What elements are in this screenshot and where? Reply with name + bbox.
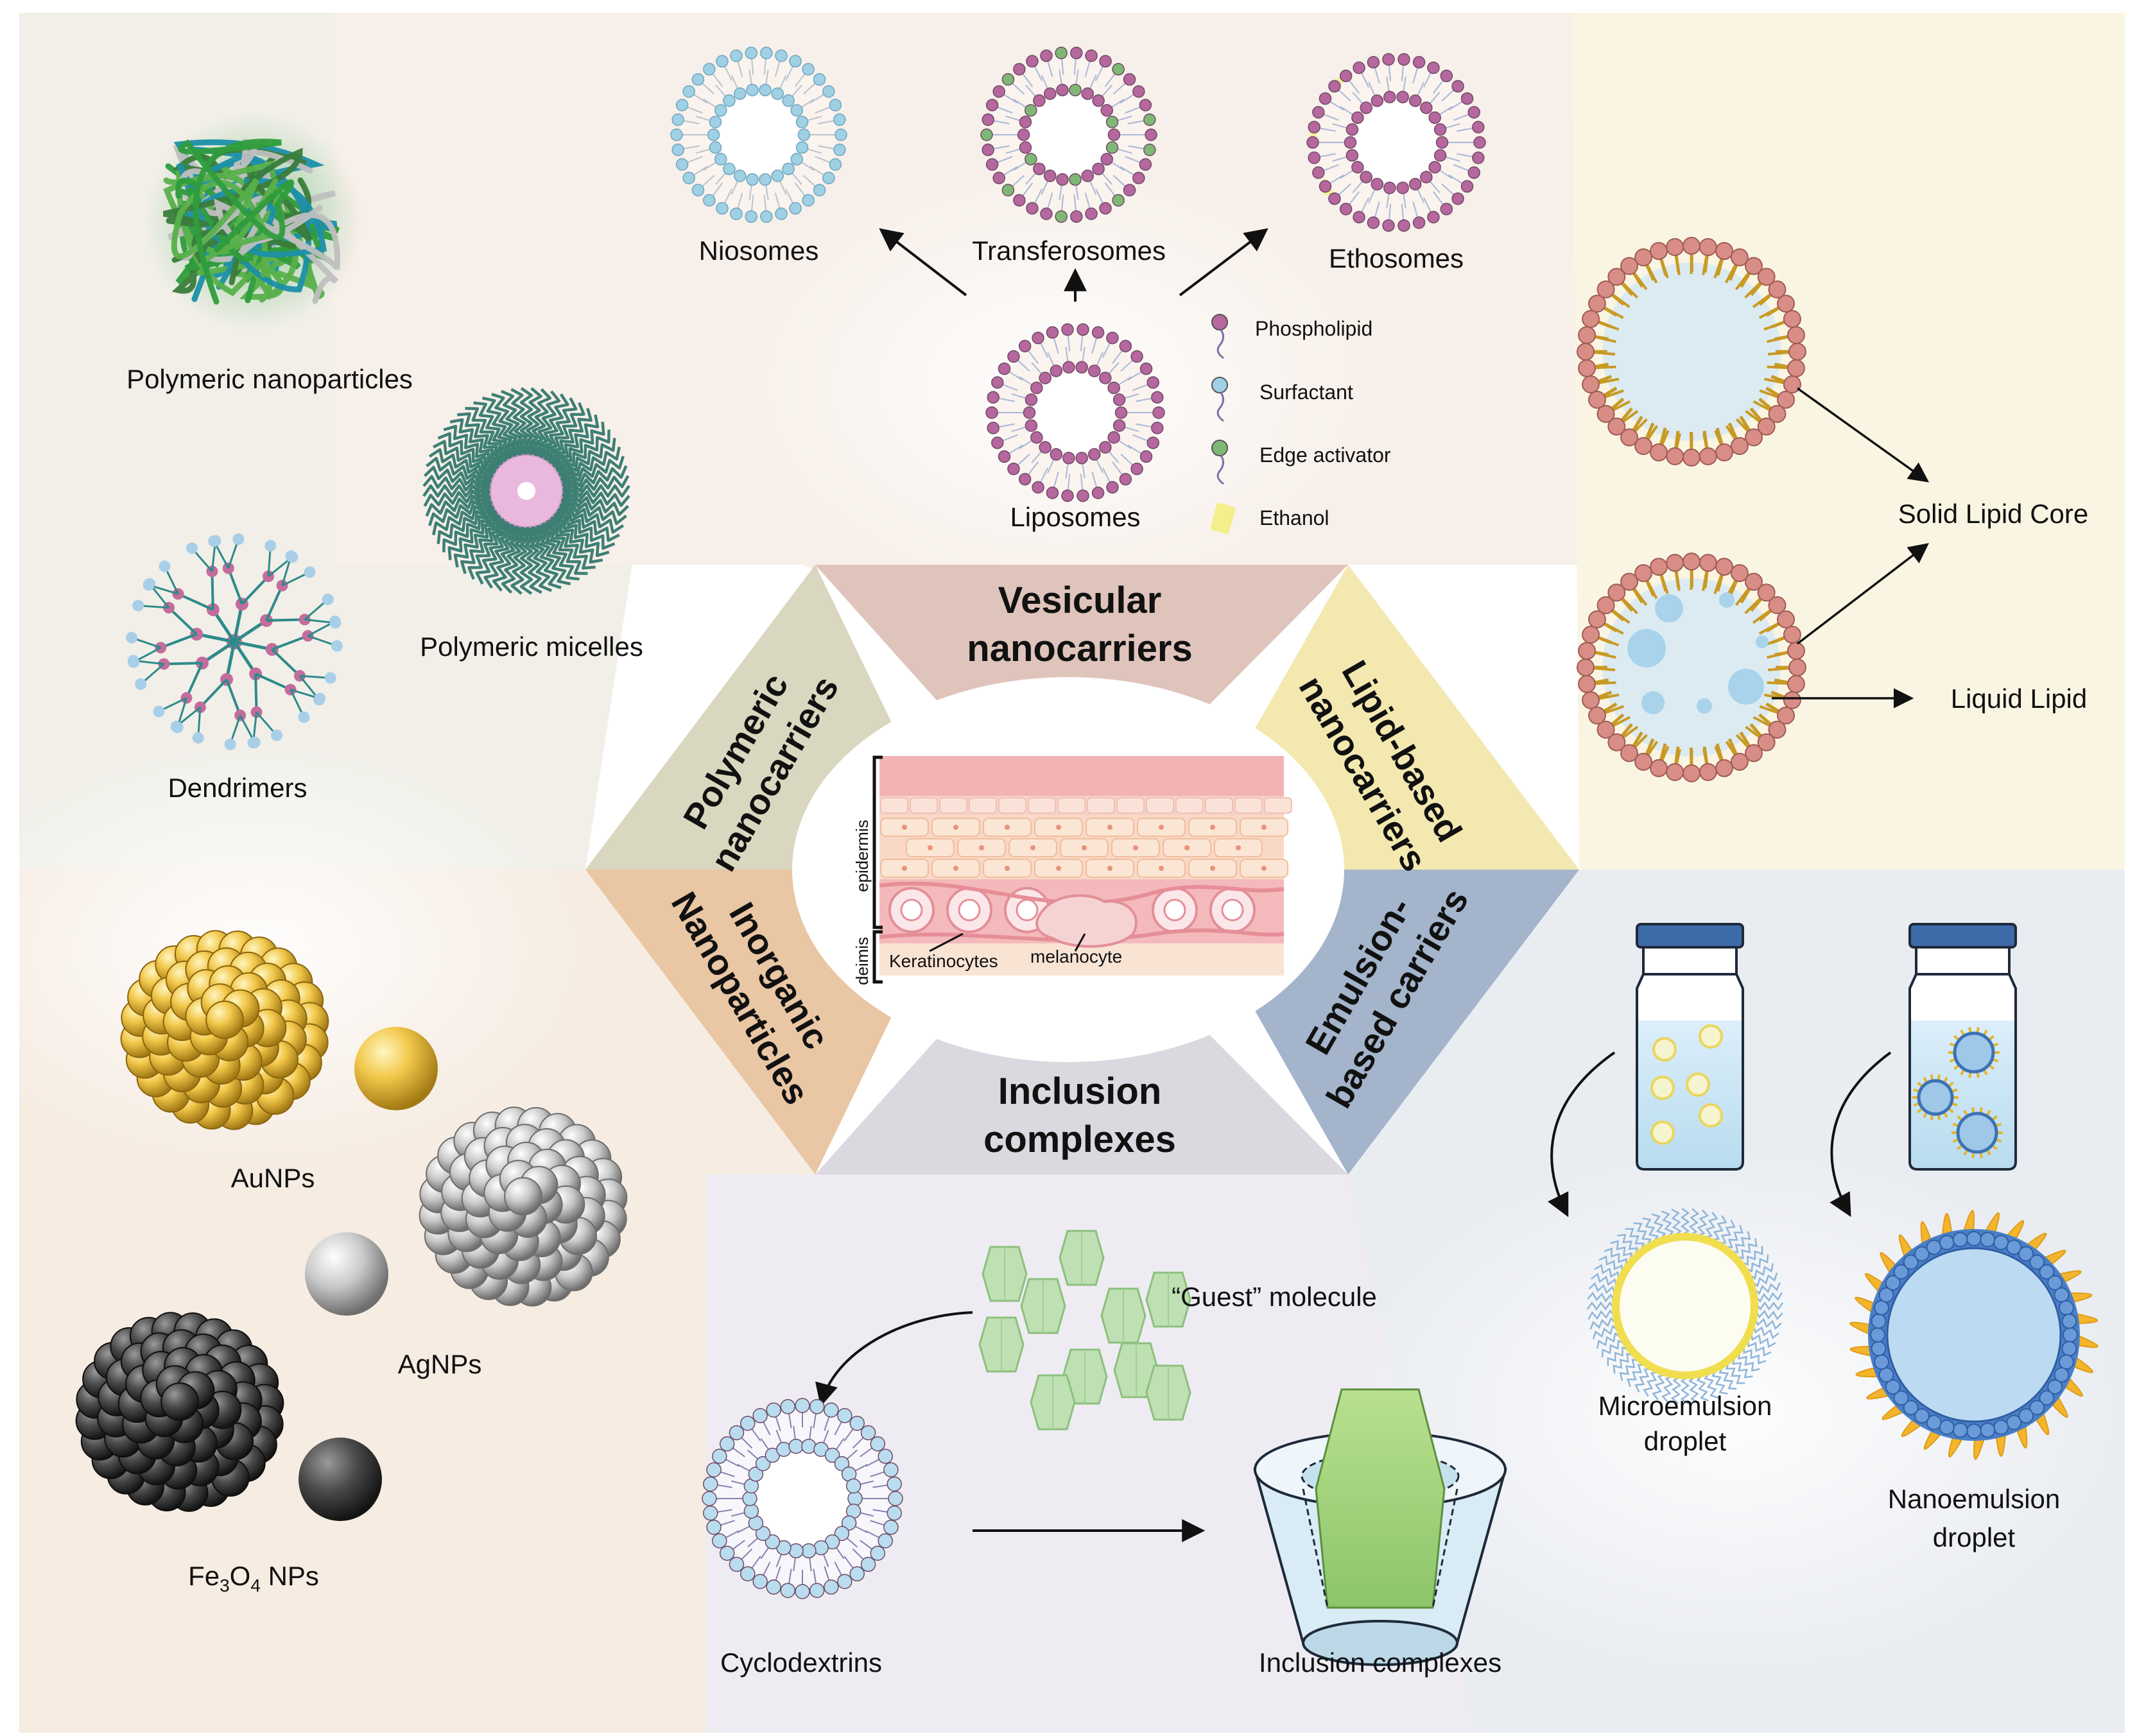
nanoemulsion-label-line2: droplet	[1933, 1522, 2016, 1552]
liposome-vesicle	[985, 323, 1165, 503]
polymeric-nanoparticle-tangle	[163, 139, 340, 305]
legend-phospholipid: Phospholipid	[1255, 317, 1372, 340]
panel-inclusion-bg	[706, 1174, 1476, 1733]
inclusion-panel: “Guest” molecule Cyclodextrins Inclusion…	[702, 1230, 1507, 1678]
vial-nanoemulsion	[1908, 923, 2017, 1171]
nanoemulsion-droplet	[1849, 1210, 2098, 1460]
niosomes-label: Niosomes	[699, 236, 819, 266]
agnps-label: AgNPs	[398, 1349, 482, 1379]
ethosome-vesicle	[1306, 53, 1486, 232]
arrow-to-ethosomes	[1179, 228, 1268, 296]
transferosome-vesicle	[980, 46, 1157, 223]
dendrimers-label: Dendrimers	[168, 773, 307, 803]
iron-oxide-sphere	[298, 1438, 382, 1521]
hub-inclusion-line2: complexes	[983, 1119, 1176, 1160]
nanostructured-lipid-carrier	[1577, 553, 1806, 782]
inorganic-panel: AuNPs AgNPs Fe3O4 NPs	[75, 930, 628, 1595]
polymeric-nanoparticles-label: Polymeric nanoparticles	[126, 364, 413, 394]
skin-cross-section: epidermis deimis Keratinocytes melanocyt…	[852, 755, 1292, 985]
arrow-guest-to-cyclodextrin	[815, 1311, 973, 1407]
aunps-label: AuNPs	[231, 1163, 315, 1193]
hub-vesicular-line1: Vesicular	[998, 580, 1162, 621]
melanocyte-cell	[1035, 894, 1138, 948]
inclusion-complexes-label: Inclusion complexes	[1259, 1647, 1501, 1678]
hub-vesicular-line2: nanocarriers	[967, 628, 1192, 669]
iron-oxide-nanoparticle-cluster	[75, 1312, 284, 1512]
polymeric-panel: Polymeric nanoparticles Polymeric micell…	[126, 112, 643, 803]
solid-lipid-nanoparticle	[1577, 237, 1806, 467]
liquid-lipid-label: Liquid Lipid	[1951, 683, 2088, 714]
vesicular-panel: Niosomes Transferosomes Ethosomes Liposo…	[670, 46, 1486, 535]
liposomes-label: Liposomes	[1010, 502, 1140, 532]
hub-inclusion-line1: Inclusion	[998, 1070, 1162, 1112]
lipid-legend: Phospholipid Surfactant Edge activator E…	[1210, 314, 1391, 535]
niosome-vesicle	[670, 46, 847, 223]
solid-lipid-core-label: Solid Lipid Core	[1898, 499, 2089, 529]
legend-ethanol: Ethanol	[1259, 506, 1329, 529]
vial-microemulsion	[1636, 923, 1744, 1171]
microemulsion-label-line1: Microemulsion	[1598, 1391, 1772, 1421]
nanoemulsion-label-line1: Nanoemulsion	[1888, 1484, 2061, 1514]
cyclodextrin-ring	[702, 1398, 903, 1599]
cyclodextrins-label: Cyclodextrins	[720, 1647, 882, 1678]
inclusion-complex-cone	[1253, 1388, 1507, 1666]
silver-nanoparticle-cluster	[419, 1106, 628, 1307]
dendrimer	[126, 533, 343, 750]
fe3o4-nps-label: Fe3O4 NPs	[188, 1561, 319, 1595]
arrow-to-niosomes	[879, 228, 967, 296]
melanocyte-label: melanocyte	[1030, 947, 1122, 967]
guest-molecules	[978, 1230, 1191, 1431]
ethosomes-label: Ethosomes	[1329, 243, 1464, 273]
gold-nanoparticle-cluster	[120, 930, 329, 1130]
dermis-label: deimis	[852, 937, 872, 985]
guest-molecule-label: “Guest” molecule	[1172, 1282, 1377, 1312]
lipid-panel: Solid Lipid Core Liquid Lipid	[1577, 237, 2088, 782]
keratinocytes-label: Keratinocytes	[889, 951, 998, 971]
skin-cell-layers	[880, 797, 1292, 933]
microemulsion-label-line2: droplet	[1644, 1426, 1727, 1456]
gold-sphere	[354, 1027, 438, 1110]
polymeric-micelles-label: Polymeric micelles	[420, 632, 643, 662]
epidermis-label: epidermis	[852, 820, 872, 892]
silver-sphere	[305, 1232, 388, 1316]
transferosomes-label: Transferosomes	[972, 236, 1166, 266]
emulsion-panel: Microemulsion droplet Nanoemulsion dropl…	[1548, 923, 2098, 1552]
legend-surfactant: Surfactant	[1259, 381, 1353, 404]
central-hub: Vesicular nanocarriers Polymeric nanocar…	[585, 565, 1579, 1174]
legend-edge-activator: Edge activator	[1259, 443, 1391, 467]
microemulsion-droplet	[1586, 1207, 1784, 1405]
polymeric-micelle	[422, 387, 630, 595]
